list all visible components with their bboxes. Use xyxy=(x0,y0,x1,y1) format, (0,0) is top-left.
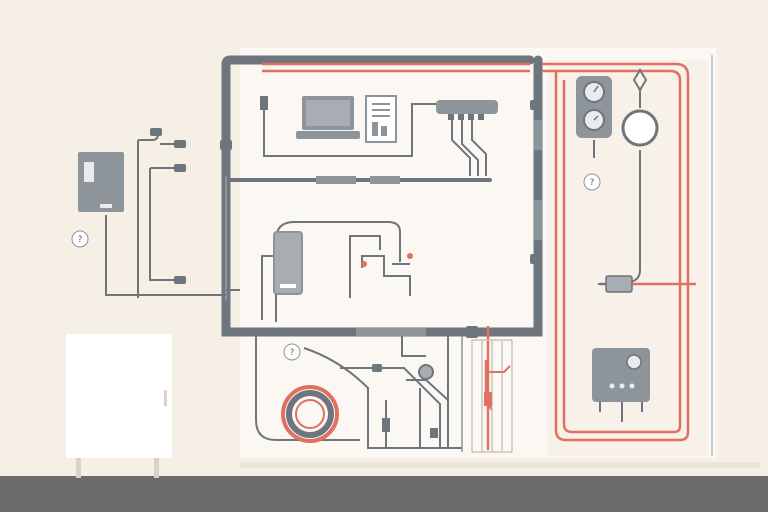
phone-device-icon xyxy=(273,231,303,295)
valve-icon xyxy=(361,261,367,267)
small-tank-icon xyxy=(598,275,633,293)
electrical-panel-icon xyxy=(78,152,124,212)
storage-cabinet-icon xyxy=(66,334,172,478)
wiring xyxy=(105,103,641,449)
coil-icon xyxy=(281,385,339,443)
laptop-icon xyxy=(296,96,360,139)
help-marker-right[interactable]: ? xyxy=(583,173,601,191)
valve-icon-2 xyxy=(407,253,413,259)
water-heater-icon xyxy=(621,68,659,147)
document-icon xyxy=(365,95,397,143)
pipe-fittings xyxy=(220,96,542,338)
main-pipe-frame xyxy=(221,55,543,337)
help-marker-bottom[interactable]: ? xyxy=(283,343,301,361)
connector-plugs xyxy=(150,128,186,284)
svg-text:?: ? xyxy=(290,348,295,358)
boiler-icon xyxy=(592,348,650,422)
floor-shadow xyxy=(240,462,760,468)
router-icon xyxy=(436,100,498,120)
red-pipe-bottom xyxy=(484,365,511,406)
help-marker-left[interactable]: ? xyxy=(71,230,89,248)
red-supply-lines xyxy=(262,62,696,450)
svg-text:?: ? xyxy=(590,178,595,188)
lower-fittings xyxy=(372,364,438,438)
floor xyxy=(0,476,768,512)
pressure-gauges-icon xyxy=(576,76,612,138)
svg-text:?: ? xyxy=(78,235,83,245)
